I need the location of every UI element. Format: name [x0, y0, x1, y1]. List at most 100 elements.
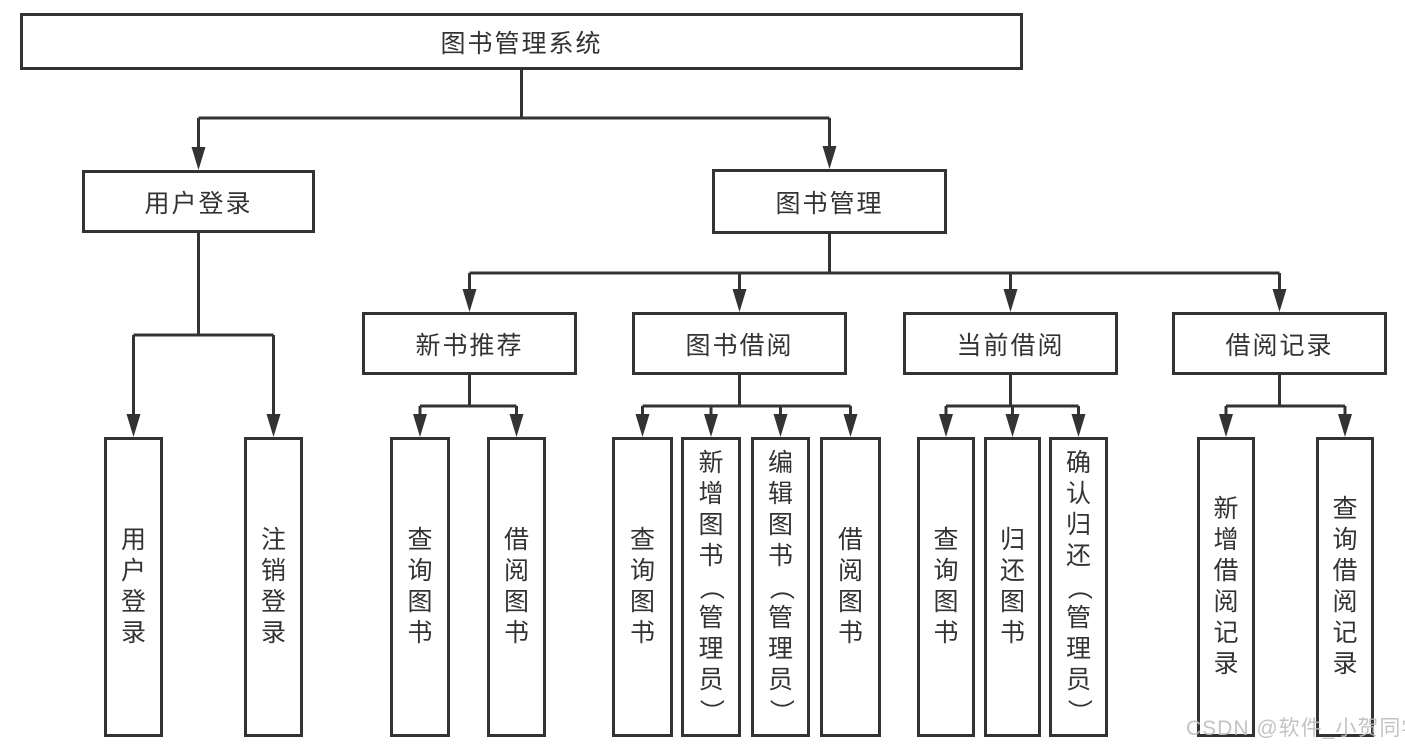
- node-current-borrow: 当前借阅: [903, 312, 1118, 375]
- vertical-label-char: 确: [1065, 448, 1091, 477]
- node-new-book-recommend: 新书推荐: [362, 312, 577, 375]
- vertical-label-char: 阅: [503, 557, 529, 585]
- vertical-label-char: 登: [120, 588, 146, 616]
- vertical-label-char: （: [697, 574, 726, 600]
- vertical-label-char: 查: [407, 526, 433, 554]
- vertical-label-char: 图: [407, 588, 433, 616]
- vertical-label-char: 阅: [1213, 588, 1239, 616]
- leaf-borrow-edit-books-admin: 编辑图书（管理员）: [751, 437, 810, 737]
- leaf-records-query-record: 查询借阅记录: [1316, 437, 1374, 737]
- vertical-label-char: 询: [629, 557, 655, 585]
- vertical-label-char: 户: [120, 557, 146, 585]
- vertical-label-char: 销: [260, 557, 286, 585]
- vertical-label-char: 借: [1213, 557, 1239, 585]
- leaf-newbook-borrow-books: 借阅图书: [487, 437, 546, 737]
- node-book-management-label: 图书管理: [775, 189, 884, 218]
- vertical-label-char: 书: [503, 619, 529, 647]
- vertical-label-char: 查: [629, 526, 655, 554]
- leaf-current-return-books: 归还图书: [984, 437, 1041, 737]
- vertical-label-char: 阅: [1332, 588, 1358, 616]
- vertical-label-char: 新: [1213, 495, 1239, 523]
- vertical-label-char: 认: [1065, 479, 1091, 508]
- vertical-label-char: 用: [120, 526, 146, 554]
- vertical-label-char: 查: [933, 526, 959, 554]
- vertical-label-char: 辑: [767, 479, 793, 508]
- vertical-label-char: 增: [1213, 526, 1239, 554]
- leaf-records-add-record: 新增借阅记录: [1197, 437, 1255, 737]
- vertical-label-char: 记: [1332, 619, 1358, 647]
- vertical-label-char: 录: [1213, 650, 1239, 678]
- vertical-label-char: ）: [697, 698, 726, 724]
- vertical-label-char: 书: [698, 541, 724, 570]
- vertical-label-char: 图: [767, 510, 793, 539]
- arrowheads: [126, 146, 1352, 437]
- vertical-label-char: 员: [1065, 665, 1091, 694]
- vertical-label-char: 管: [698, 603, 724, 632]
- vertical-label-char: 理: [767, 634, 793, 663]
- vertical-label-char: 图: [999, 588, 1025, 616]
- node-root-system: 图书管理系统: [20, 13, 1023, 70]
- leaf-borrow-borrow-books: 借阅图书: [820, 437, 881, 737]
- vertical-label-char: 理: [698, 634, 724, 663]
- vertical-label-char: 书: [629, 619, 655, 647]
- watermark: CSDN @软件_小贺同学: [1186, 717, 1405, 740]
- vertical-label-char: 书: [767, 541, 793, 570]
- vertical-label-char: 理: [1065, 634, 1091, 663]
- vertical-label-char: 书: [837, 619, 863, 647]
- node-user-login-label: 用户登录: [144, 189, 253, 218]
- leaf-newbook-query-books: 查询图书: [390, 437, 450, 737]
- leaf-logout: 注销登录: [244, 437, 303, 737]
- vertical-label-char: 编: [767, 448, 793, 477]
- vertical-label-char: 询: [933, 557, 959, 585]
- vertical-label-char: 录: [1332, 650, 1358, 678]
- vertical-label-char: 管: [1065, 603, 1091, 632]
- node-root-label: 图书管理系统: [440, 29, 603, 58]
- vertical-label-char: 书: [933, 619, 959, 647]
- vertical-label-char: 图: [629, 588, 655, 616]
- node-book-borrow: 图书借阅: [632, 312, 847, 375]
- vertical-label-char: 查: [1332, 495, 1358, 523]
- vertical-label-char: 图: [837, 588, 863, 616]
- vertical-label-char: ）: [1064, 698, 1093, 724]
- node-user-login: 用户登录: [82, 170, 315, 233]
- vertical-label-char: 增: [698, 479, 724, 508]
- node-borrow-records: 借阅记录: [1172, 312, 1387, 375]
- vertical-label-char: 还: [1065, 541, 1091, 570]
- vertical-label-char: ）: [766, 698, 795, 724]
- vertical-label-char: 书: [999, 619, 1025, 647]
- vertical-label-char: 归: [1065, 510, 1091, 539]
- node-book-borrow-label: 图书借阅: [685, 331, 794, 360]
- vertical-label-char: 录: [260, 619, 286, 647]
- node-current-borrow-label: 当前借阅: [956, 331, 1065, 360]
- vertical-label-char: 借: [503, 526, 529, 554]
- vertical-label-char: 管: [767, 603, 793, 632]
- vertical-label-char: 记: [1213, 619, 1239, 647]
- vertical-label-char: 新: [698, 448, 724, 477]
- vertical-label-char: 图: [503, 588, 529, 616]
- vertical-label-char: 录: [120, 619, 146, 647]
- vertical-label-char: 图: [698, 510, 724, 539]
- leaf-current-query-books: 查询图书: [917, 437, 975, 737]
- node-borrow-records-label: 借阅记录: [1225, 331, 1334, 360]
- leaf-borrow-query-books: 查询图书: [612, 437, 673, 737]
- vertical-label-char: 注: [260, 526, 286, 554]
- leaf-current-confirm-return-admin: 确认归还 （ 管理员 ）: [1049, 437, 1108, 737]
- vertical-label-char: 登: [260, 588, 286, 616]
- vertical-label-char: 阅: [837, 557, 863, 585]
- vertical-label-char: 询: [407, 557, 433, 585]
- vertical-label-char: 询: [1332, 526, 1358, 554]
- vertical-label-char: （: [1064, 574, 1093, 600]
- vertical-label-char: 图: [933, 588, 959, 616]
- tree-lines: [132, 70, 1347, 418]
- vertical-label-char: 借: [837, 526, 863, 554]
- node-book-management: 图书管理: [712, 169, 947, 234]
- vertical-label-char: 借: [1332, 557, 1358, 585]
- vertical-label-char: 书: [407, 619, 433, 647]
- vertical-label-char: （: [766, 574, 795, 600]
- leaf-borrow-add-books-admin: 新增图书 （ 管理员 ）: [681, 437, 741, 737]
- vertical-label-char: 归: [999, 526, 1025, 554]
- vertical-label-char: 员: [698, 665, 724, 694]
- vertical-label-char: 还: [999, 557, 1025, 585]
